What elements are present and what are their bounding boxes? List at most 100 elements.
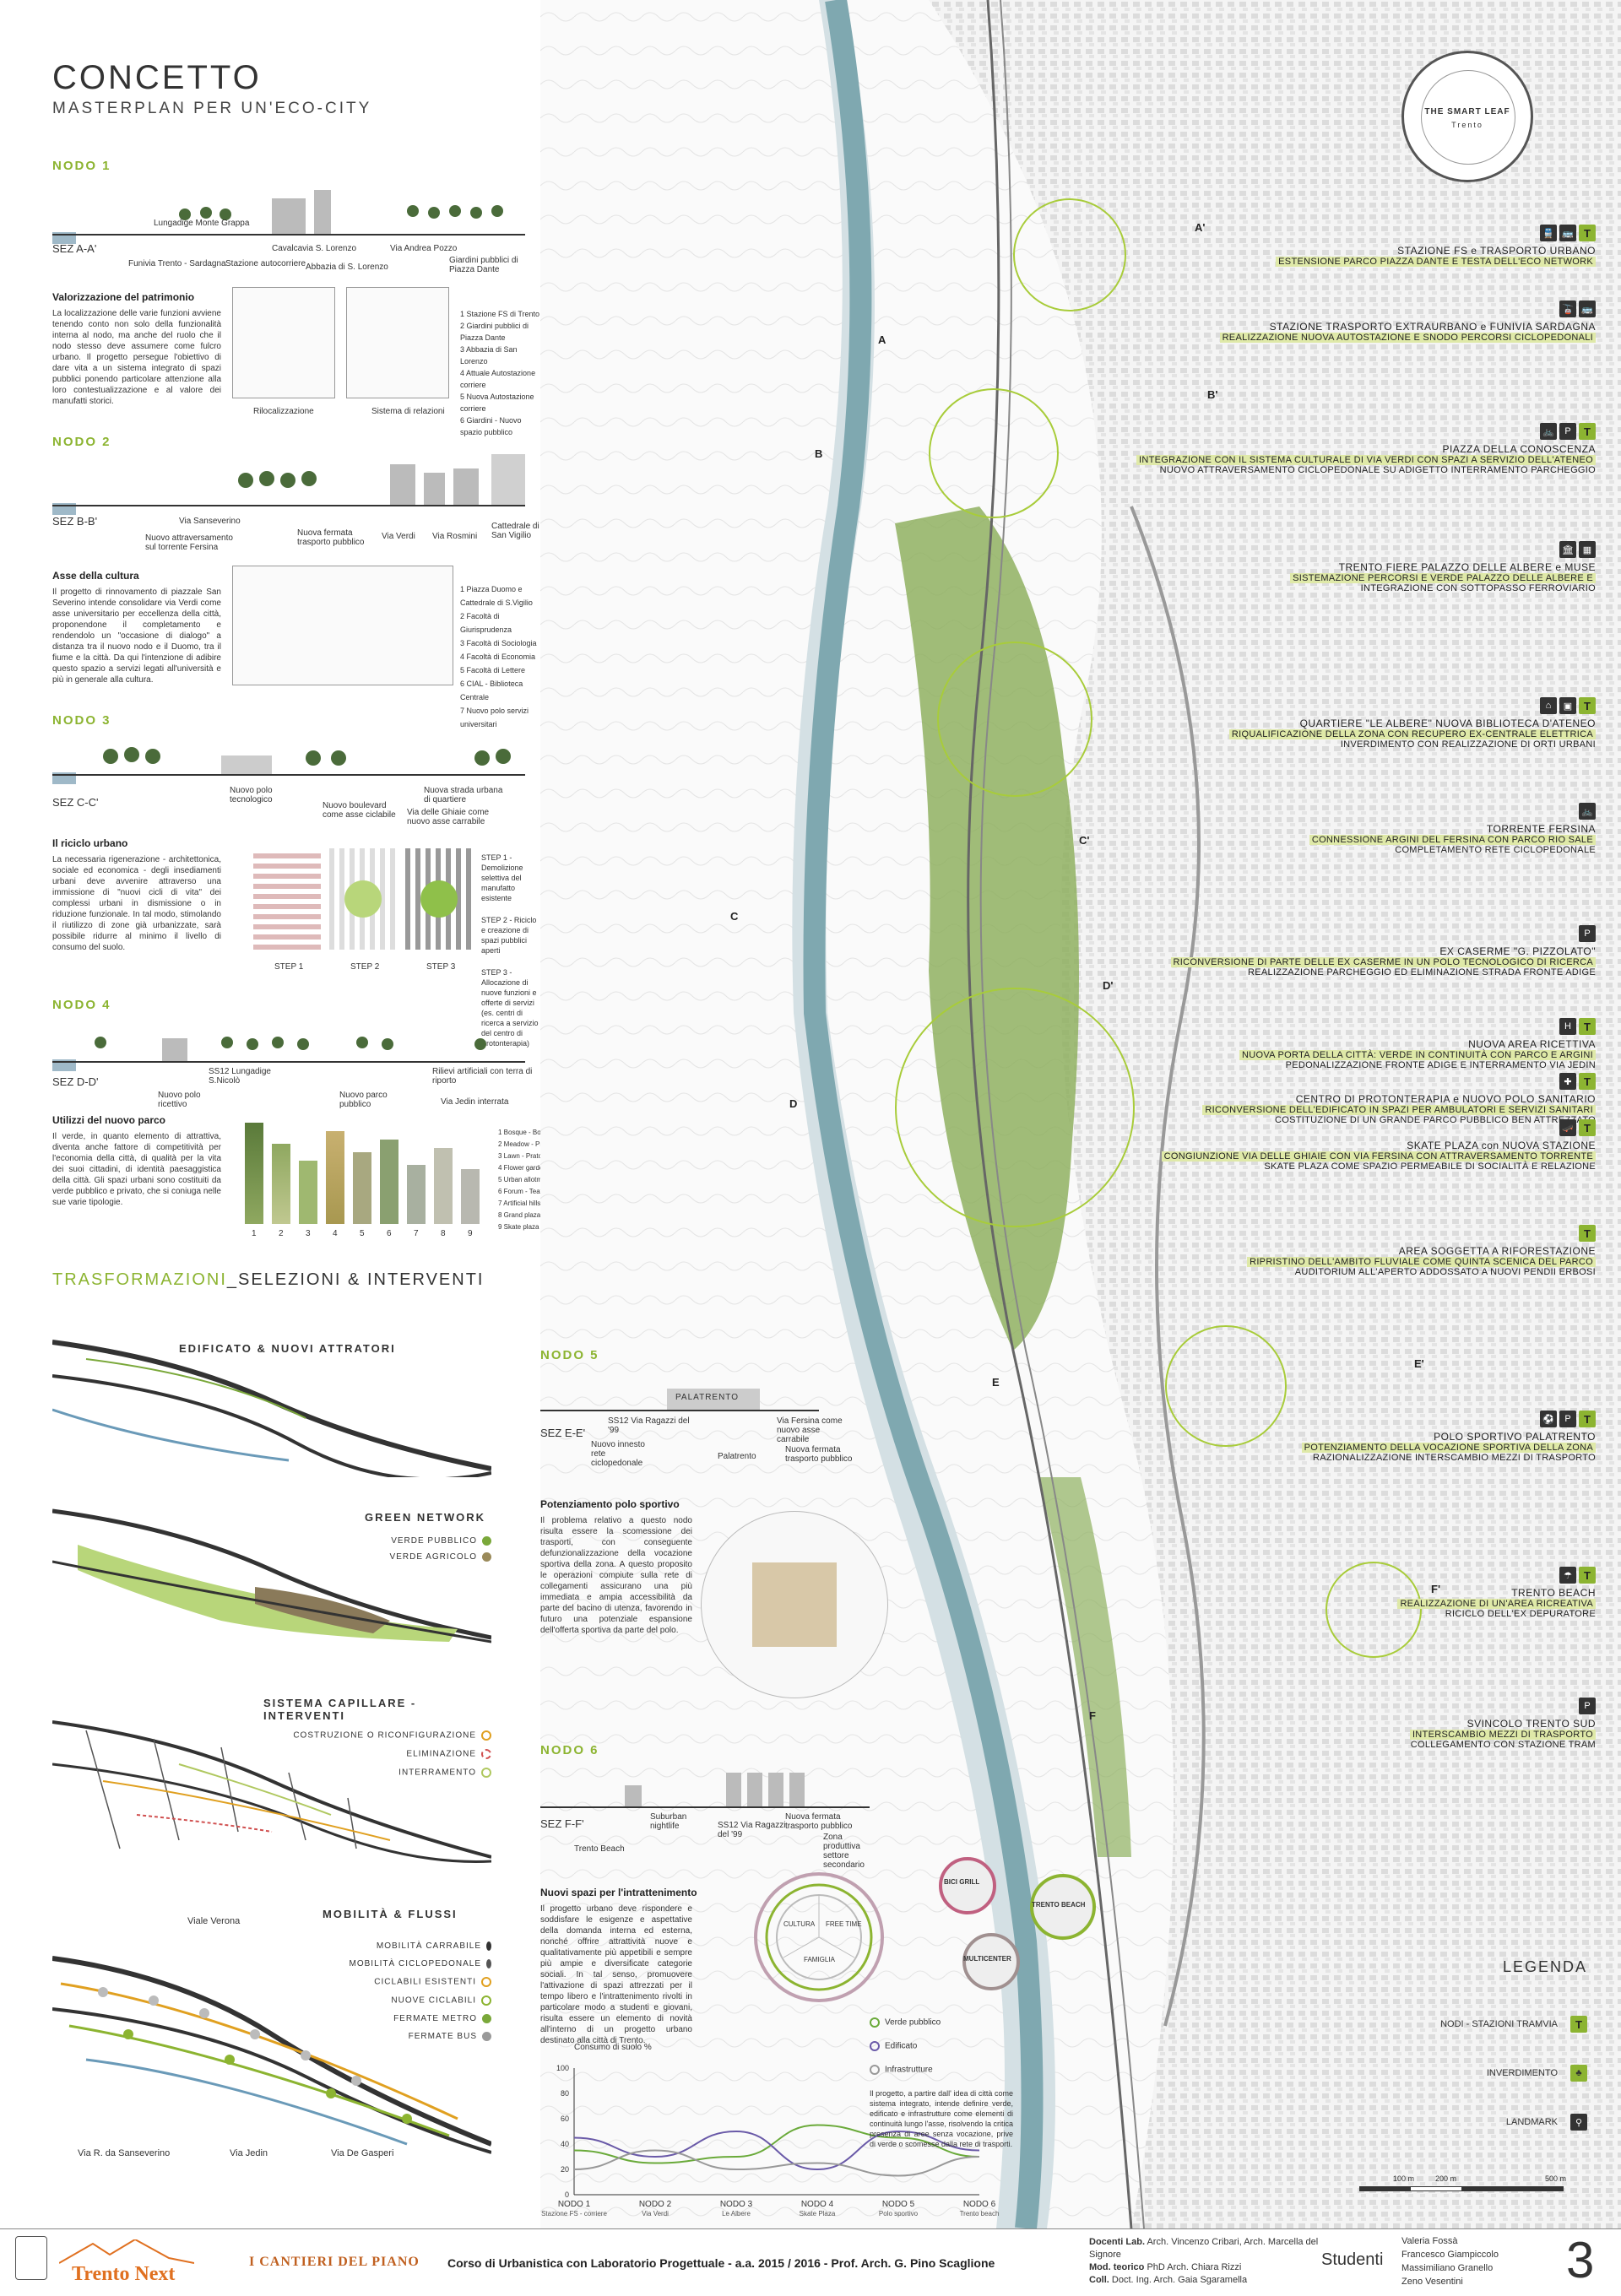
intervention-label: STAZIONE TRASPORTO EXTRAURBANO e FUNIVIA… <box>1219 321 1596 343</box>
list-item: 1 Piazza Duomo e Cattedrale di S.Vigilio <box>460 585 533 607</box>
tree <box>145 749 160 764</box>
legend-label: VERDE PUBBLICO <box>391 1536 477 1546</box>
map-sistema-capillare: SISTEMA CAPILLARE - INTERVENTI COSTRUZIO… <box>52 1697 492 1866</box>
building <box>625 1785 642 1806</box>
service-icons: P <box>1579 925 1596 942</box>
tree <box>259 471 274 486</box>
list-item: 3 Facoltà di Sociologia <box>460 639 537 647</box>
parking-icon: P <box>1559 423 1576 440</box>
tram-stop-icon: T <box>1570 2016 1587 2033</box>
label: Via Rosmini <box>432 532 478 541</box>
nodo3-steps: STEP 1 - Demolizione selettiva del manuf… <box>481 853 540 1048</box>
nodo3-section: SEZ C-C' Nuovo polo tecnologico Nuovo bo… <box>52 730 534 826</box>
tram-stop-icon: T <box>1579 225 1596 241</box>
label: Nuovo parco pubblico <box>339 1091 388 1109</box>
x-tick-label: NODO 5 <box>882 2200 915 2209</box>
tree <box>221 1037 233 1048</box>
nodo1-section: SEZ A-A' Lungadige Monte Grappa Funivia … <box>52 181 534 274</box>
building <box>221 755 272 774</box>
tree <box>297 1038 309 1050</box>
bar-number: 2 <box>279 1229 284 1238</box>
intervention-title: SKATE PLAZA con NUOVA STAZIONE <box>1407 1140 1596 1151</box>
credit-role: Docenti Lab. <box>1089 2237 1146 2247</box>
section-ground <box>52 505 525 506</box>
nodo6-text: Il progetto urbano deve rispondere e sod… <box>540 1904 692 2045</box>
x-tick-sublabel: Skate Plaza <box>800 2210 836 2217</box>
tree <box>301 471 317 486</box>
legend-label: COSTRUZIONE O RICONFIGURAZIONE <box>293 1730 476 1741</box>
legend-item: VERDE AGRICOLO <box>390 1552 491 1562</box>
sketch-relazioni <box>346 287 449 398</box>
label: Zona produttiva settore secondario <box>823 1833 865 1870</box>
list-item: 6 Forum - Teatro verde <box>498 1188 540 1195</box>
intervention-action: RICONVERSIONE DELL'EDIFICATO IN SPAZI PE… <box>1202 1105 1596 1115</box>
intervention-detail: REALIZZAZIONE PARCHEGGIO ED ELIMINAZIONE… <box>1247 967 1596 977</box>
service-icon: H <box>1559 1018 1576 1035</box>
step-item: STEP 2 - Riciclo e creazione di spazi pu… <box>481 916 537 955</box>
students-label: Studenti <box>1321 2250 1384 2269</box>
intervention-title: EX CASERME "G. PIZZOLATO" <box>1439 945 1596 957</box>
credit-role: Mod. teorico <box>1089 2262 1145 2272</box>
section-ground <box>540 1410 819 1411</box>
service-icons: T <box>1579 1225 1596 1242</box>
map-green-drawing <box>52 1508 492 1643</box>
intervention-label: EX CASERME "G. PIZZOLATO"RICONVERSIONE D… <box>1170 945 1596 977</box>
section-ground <box>540 1806 870 1808</box>
map-mobilita: MOBILITÀ & FLUSSI Viale Verona Via R. da… <box>52 1908 493 2161</box>
tree-icon: ♣ <box>1570 2065 1587 2082</box>
nodo6-sez: SEZ F-F' <box>540 1817 584 1830</box>
section-mark: C <box>730 910 739 923</box>
legend-item: ELIMINAZIONE <box>293 1749 491 1759</box>
map-title: MOBILITÀ & FLUSSI <box>323 1908 458 1920</box>
step2-drawing <box>329 848 397 950</box>
credit-row: Coll. Doct. Ing. Arch. Gaia Sgaramella <box>1089 2274 1342 2287</box>
trasformazioni-title: TRASFORMAZIONI_SELEZIONI & INTERVENTI <box>52 1270 484 1290</box>
map-edificato: EDIFICATO & NUOVI ATTRATORI <box>52 1325 492 1481</box>
tram-stop-icon: T <box>1579 423 1596 440</box>
radial-label: FREE TIME <box>826 1920 862 1928</box>
label: Rilievi artificiali con terra di riporto <box>432 1067 533 1086</box>
nodo2-list: 1 Piazza Duomo e Cattedrale di S.Vigilio… <box>460 582 540 731</box>
badge-title: BICI GRILL <box>944 1878 980 1886</box>
list-item: 2 Giardini pubblici di Piazza Dante <box>460 322 529 342</box>
map-legend: MOBILITÀ CARRABILE MOBILITÀ CICLOPEDONAL… <box>350 1941 491 2042</box>
legend-item: VERDE PUBBLICO <box>390 1536 491 1546</box>
service-icons: ☂T <box>1559 1567 1596 1584</box>
radial-label: FAMIGLIA <box>804 1956 835 1963</box>
tree <box>247 1038 258 1050</box>
students-list: Valeria Fossà Francesco Giampiccolo Mass… <box>1401 2234 1499 2288</box>
scale-label: 100 m <box>1393 2174 1415 2183</box>
map-legend: COSTRUZIONE O RICONFIGURAZIONE ELIMINAZI… <box>293 1730 491 1778</box>
x-tick-label: NODO 4 <box>801 2200 834 2209</box>
use-bar <box>461 1169 480 1224</box>
label: Trento Beach <box>574 1844 625 1854</box>
trento-next-logo: Trento Next <box>72 2263 176 2285</box>
section-mark: A <box>878 333 886 346</box>
intervention-title: PIAZZA DELLA CONOSCENZA <box>1442 443 1596 455</box>
use-bar <box>380 1140 398 1224</box>
legend-item: NUOVE CICLABILI <box>350 1995 491 2006</box>
section-ground <box>52 1061 525 1063</box>
label: Via delle Ghiaie come nuovo asse carrabi… <box>407 808 490 826</box>
x-tick-label: NODO 2 <box>639 2200 672 2209</box>
nodo2-heading: Asse della cultura <box>52 570 139 582</box>
tree <box>474 1038 486 1050</box>
tree <box>280 473 295 488</box>
y-tick-label: 20 <box>561 2165 569 2174</box>
logo-name: THE SMART LEAF <box>1424 107 1510 116</box>
list-item: 3 Lawn - Prato curato <box>498 1152 540 1160</box>
parking-icon: P <box>1579 1698 1596 1714</box>
legend-label: FERMATE METRO <box>393 2013 477 2023</box>
legend-item: MOBILITÀ CARRABILE <box>350 1941 491 1952</box>
label: Via Jedin interrata <box>441 1097 509 1107</box>
legend-swatch <box>481 1749 491 1759</box>
service-icon: ⌂ <box>1540 697 1557 714</box>
tree <box>356 1037 368 1048</box>
list-item: 4 Attuale Autostazione corriere <box>460 369 536 389</box>
label: Palatrento <box>718 1452 756 1461</box>
